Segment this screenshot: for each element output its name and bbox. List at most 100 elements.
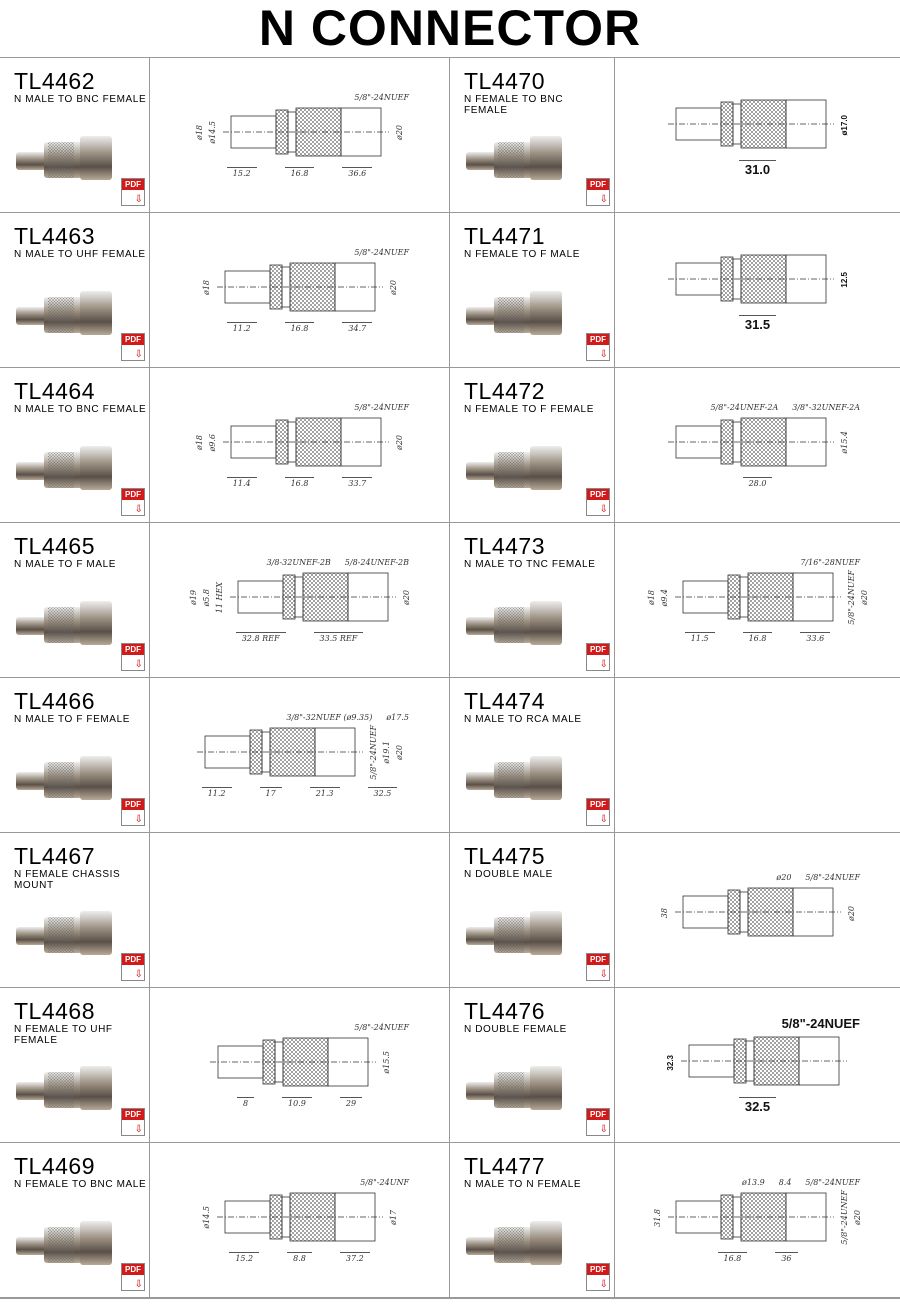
connector-outline xyxy=(673,567,843,629)
connector-outline xyxy=(666,412,836,474)
product-description: N MALE TO BNC FEMALE xyxy=(14,94,147,105)
product-photo xyxy=(14,905,114,960)
pdf-label: PDF xyxy=(587,954,609,965)
download-arrow-icon: ⇩ xyxy=(599,969,608,980)
length-label: 11.2 xyxy=(226,321,257,333)
pdf-download-icon[interactable]: PDF⇩ xyxy=(121,643,145,671)
product-description: N MALE TO F MALE xyxy=(14,559,117,570)
product-description: N FEMALE TO BNC FEMALE xyxy=(464,94,564,116)
diameter-label: 12.5 xyxy=(840,272,849,288)
diameter-label: ø18 xyxy=(195,435,204,450)
product-photo xyxy=(464,750,564,805)
product-photo xyxy=(14,440,114,495)
pdf-download-icon[interactable]: PDF ⇩ xyxy=(586,953,610,981)
diameter-label: ø14.5 xyxy=(208,121,217,144)
connector-outline xyxy=(666,1187,836,1249)
pdf-download-icon[interactable]: PDF⇩ xyxy=(586,643,610,671)
product-photo xyxy=(14,750,114,805)
diameter-label: ø15.5 xyxy=(382,1051,391,1074)
connector-outline xyxy=(666,249,836,312)
pdf-download-icon[interactable]: PDF⇩ xyxy=(121,333,145,361)
thread-labels: 5/8"-24NUEF xyxy=(160,93,439,102)
pdf-download-icon[interactable]: PDF⇩ xyxy=(586,1108,610,1136)
download-arrow-icon: ⇩ xyxy=(134,504,143,515)
product-description: N FEMALE TO UHF FEMALE xyxy=(14,1024,113,1046)
pdf-download-icon[interactable]: PDF ⇩ xyxy=(121,1263,145,1291)
thread-label: ø17.5 xyxy=(386,712,409,722)
length-label: 10.9 xyxy=(282,1096,312,1108)
download-arrow-icon: ⇩ xyxy=(599,1279,608,1290)
diameter-label: ø5.8 xyxy=(201,588,211,607)
download-arrow-icon: ⇩ xyxy=(599,1124,608,1135)
product-photo xyxy=(464,1060,564,1115)
product-code: TL4462 xyxy=(14,68,96,94)
product-code: TL4465 xyxy=(14,533,96,559)
product-photo xyxy=(464,1215,564,1270)
thread-labels: 5/8"-24UNF xyxy=(160,1178,439,1187)
length-label: 15.2 xyxy=(229,1251,260,1263)
download-arrow-icon: ⇩ xyxy=(134,814,143,825)
product-photo xyxy=(14,1060,114,1115)
pdf-download-icon[interactable]: PDF⇩ xyxy=(586,333,610,361)
pdf-download-icon[interactable]: PDF⇩ xyxy=(586,1263,610,1291)
pdf-label: PDF xyxy=(587,489,609,500)
product-description: N MALE TO F FEMALE xyxy=(14,714,131,725)
product-code: TL4473 xyxy=(464,533,546,559)
pdf-download-icon[interactable]: PDF⇩ xyxy=(121,798,145,826)
thread-label: 5/8-24UNEF-2B xyxy=(344,557,409,567)
drawing-body: ø15.4 xyxy=(666,412,849,474)
product-photo xyxy=(464,130,564,185)
thread-label: 3/8"-32UNEF-2A xyxy=(792,402,860,412)
pdf-download-icon[interactable]: PDF⇩ xyxy=(121,953,145,981)
length-label: 31.0 xyxy=(738,159,777,177)
diameter-label: ø15.4 xyxy=(840,431,849,454)
thread-label: 5/8"-24NUEF xyxy=(354,247,409,257)
length-label: 11.2 xyxy=(201,786,232,798)
product-photo xyxy=(14,285,114,340)
download-arrow-icon: ⇩ xyxy=(599,349,608,360)
product-description: N MALE TO RCA MALE xyxy=(464,714,582,725)
pdf-download-icon[interactable]: PDF⇩ xyxy=(586,178,610,206)
pdf-download-icon[interactable]: PDF⇩ xyxy=(121,178,145,206)
connector-outline xyxy=(215,257,385,319)
length-label: 37.2 xyxy=(339,1251,370,1263)
diameter-label: ø20 xyxy=(859,590,869,605)
diameter-label: ø17.0 xyxy=(840,114,849,136)
diameter-label: 5/8"-24UNEF xyxy=(840,1190,849,1245)
length-label: 16.8 xyxy=(284,321,315,333)
length-label: 8 xyxy=(236,1096,255,1108)
download-arrow-icon: ⇩ xyxy=(134,1279,143,1290)
pdf-label: PDF xyxy=(122,1264,144,1275)
pdf-download-icon[interactable]: PDF⇩ xyxy=(121,488,145,516)
diameter-label: ø17 xyxy=(388,1210,398,1225)
diameter-label: ø18 xyxy=(201,280,211,295)
pdf-download-icon[interactable]: PDF⇩ xyxy=(121,1108,145,1136)
product-description: N MALE TO BNC FEMALE xyxy=(14,404,147,415)
length-label: 33.6 xyxy=(800,631,831,643)
diameter-label: ø20 xyxy=(395,435,404,450)
product-code: TL4474 xyxy=(464,688,546,714)
pdf-download-icon[interactable]: PDF⇩ xyxy=(586,798,610,826)
diameter-label: ø20 xyxy=(395,745,404,760)
pdf-download-icon[interactable]: PDF⇩ xyxy=(586,488,610,516)
thread-label: 5/8"-24NUEF xyxy=(781,1016,860,1031)
length-label: 36 xyxy=(775,1251,798,1263)
